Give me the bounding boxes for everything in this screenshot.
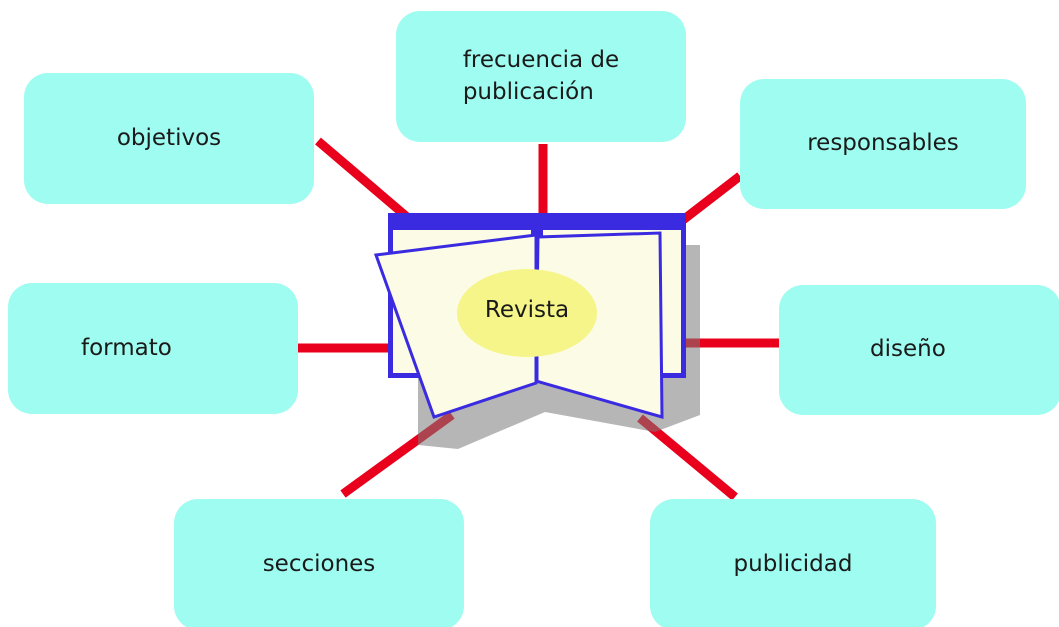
- node-formato: formato: [8, 283, 298, 414]
- node-frecuencia: frecuencia de publicación: [396, 11, 686, 142]
- node-responsables: responsables: [740, 79, 1026, 209]
- center-node-label: Revista: [484, 297, 570, 323]
- node-publicidad: publicidad: [650, 499, 936, 627]
- node-objetivos: objetivos: [24, 73, 314, 204]
- node-diseno: diseño: [779, 285, 1059, 415]
- open-magazine-icon: [373, 213, 700, 449]
- node-secciones: secciones: [174, 499, 464, 627]
